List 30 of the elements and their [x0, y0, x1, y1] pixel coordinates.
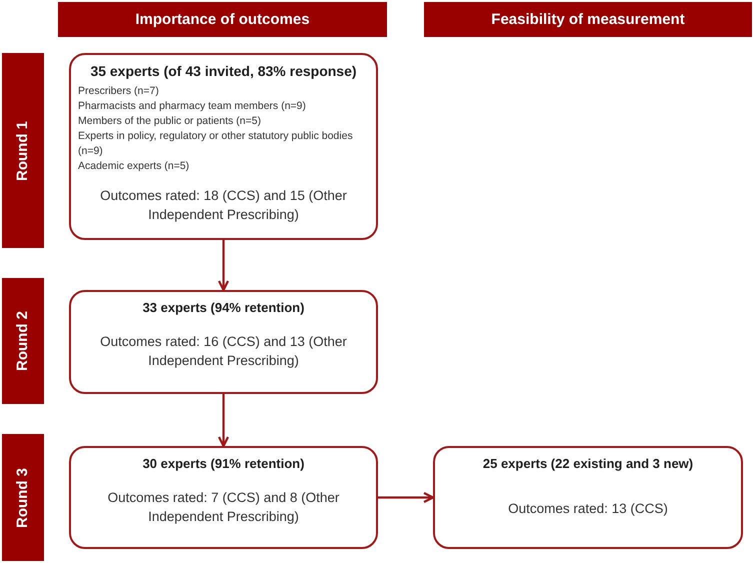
process-box: [433, 446, 743, 549]
round-label: Round 1: [13, 120, 32, 180]
column-header-band: [424, 2, 752, 37]
box-heading: 30 experts (91% retention): [142, 455, 306, 473]
round-label: Round 2: [13, 311, 32, 371]
process-box: [69, 290, 378, 394]
process-box: [69, 53, 378, 240]
arrow: [218, 394, 230, 448]
process-box: [69, 446, 378, 549]
outcomes-text: Outcomes rated: 16 (CCS) and 13 (Other Independent Prescribing): [99, 333, 348, 370]
participant-group-item: Academic experts (n=5): [78, 159, 190, 174]
column-header-band: [58, 2, 387, 37]
box-heading: 33 experts (94% retention): [142, 299, 306, 317]
outcomes-text: Outcomes rated: 7 (CCS) and 8 (Other Independent Prescribing): [106, 489, 340, 526]
box-heading: 25 experts (22 existing and 3 new): [482, 455, 694, 473]
round-band: [2, 53, 44, 248]
participant-group-item: Pharmacists and pharmacy team members (n=9): [78, 99, 307, 114]
box-heading: 35 experts (of 43 invited, 83% response): [89, 62, 358, 81]
participant-group-item: Experts in policy, regulatory or other statutory public bodies (n=9): [78, 129, 354, 159]
round-label: Round 3: [13, 468, 32, 528]
outcomes-text: Outcomes rated: 13 (CCS): [507, 500, 669, 518]
outcomes-text: Outcomes rated: 18 (CCS) and 15 (Other Independent Prescribing): [99, 187, 348, 224]
arrow: [218, 240, 230, 292]
round-band: [2, 278, 44, 404]
participant-group-item: Prescribers (n=7): [78, 84, 160, 99]
arrow: [378, 492, 434, 504]
column-header-text: Feasibility of measurement: [491, 10, 685, 30]
round-band: [2, 434, 44, 561]
column-header-text: Importance of outcomes: [135, 10, 310, 30]
participant-group-item: Members of the public or patients (n=5): [78, 114, 262, 129]
